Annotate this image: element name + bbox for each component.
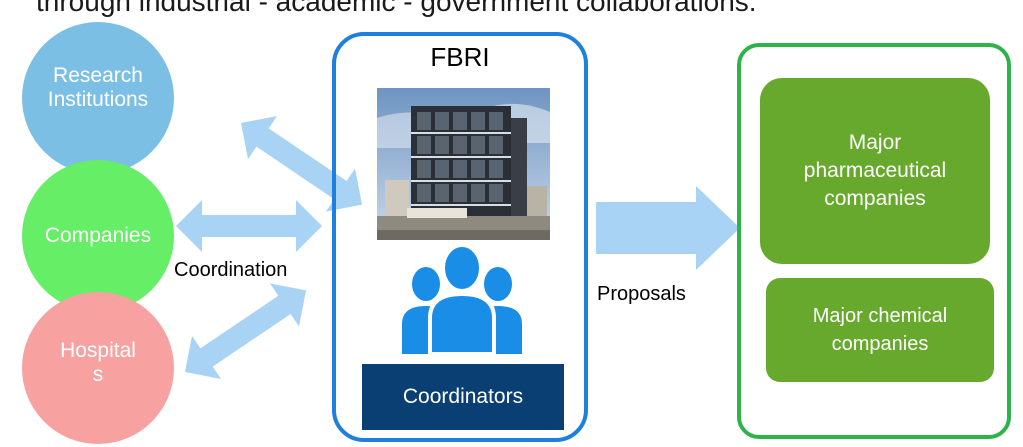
major-companies-container <box>737 43 1011 439</box>
coordinators-box: Coordinators <box>362 364 564 430</box>
major-chemical-label: Major chemical companies <box>812 305 948 355</box>
double-arrow-hospitals <box>185 283 307 380</box>
fbri-container <box>332 32 588 442</box>
coordination-label: Coordination <box>174 259 288 281</box>
building-photo <box>377 88 550 240</box>
research-institutions-label: Research Institutions <box>47 64 149 111</box>
double-arrow-research <box>241 115 363 212</box>
double-arrow-companies <box>176 200 322 252</box>
companies-node: Companies <box>22 160 174 312</box>
research-institutions-node: Research Institutions <box>22 22 174 174</box>
hospitals-node: Hospital s <box>22 292 174 444</box>
proposals-arrow <box>596 186 740 270</box>
fbri-title: FBRI <box>430 42 490 72</box>
people-icon <box>402 243 522 354</box>
major-pharmaceutical-node: Major pharmaceutical companies <box>760 78 990 264</box>
companies-label: Companies <box>44 224 152 247</box>
major-chemical-node: Major chemical companies <box>766 278 994 382</box>
major-pharmaceutical-label: Major pharmaceutical companies <box>803 131 947 210</box>
proposals-label: Proposals <box>597 283 686 305</box>
caption-text: through industrial - academic - governme… <box>36 0 757 17</box>
hospitals-label: Hospital s <box>60 339 136 386</box>
